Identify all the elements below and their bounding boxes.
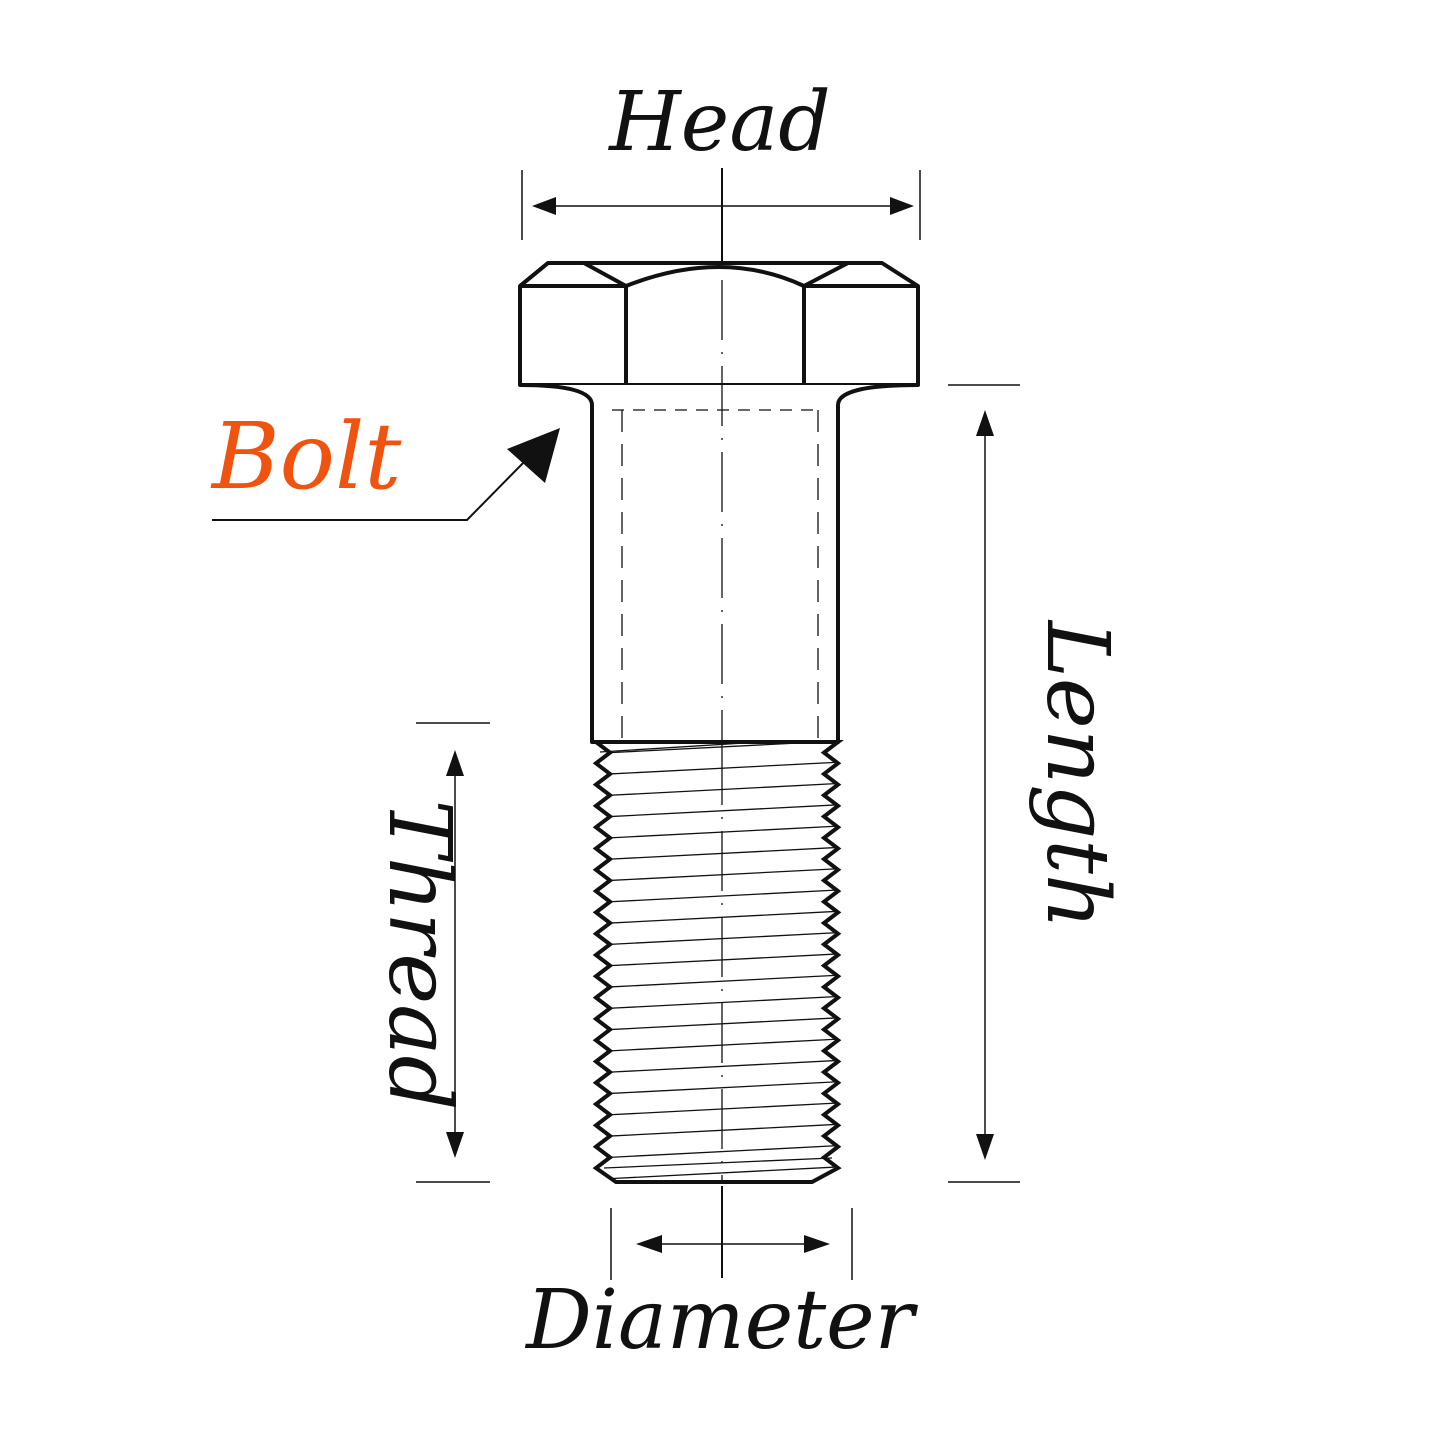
thread-crest-line — [609, 868, 838, 882]
thread-crest-line — [609, 910, 838, 924]
thread-crest-line — [609, 953, 838, 967]
thread-crest-line — [609, 761, 838, 775]
length-label: Length — [1027, 619, 1127, 929]
thread-crest-line — [609, 1102, 838, 1116]
thread-crest-line — [609, 995, 838, 1009]
thread-crest-line — [609, 1123, 838, 1137]
thread-crest-line — [609, 931, 838, 945]
bolt-callout-arrow — [212, 428, 560, 521]
thread-start-line — [599, 742, 761, 753]
head-dimension — [521, 168, 921, 262]
thread-crest-line — [609, 846, 838, 860]
thread-crest-line — [609, 889, 838, 903]
diameter-dimension — [610, 1186, 853, 1280]
thread-dimension — [416, 722, 490, 1183]
bolt-label: Bolt — [210, 403, 402, 510]
thread-label: Thread — [369, 799, 469, 1110]
thread-crest-line — [609, 974, 838, 988]
head-arrowhead-right — [890, 197, 914, 215]
bolt-head — [518, 261, 920, 387]
thread-crest-line — [609, 1081, 838, 1095]
length-dimension — [948, 384, 1020, 1183]
thread-crest-line — [609, 1144, 838, 1158]
thread-crest-line — [609, 1017, 838, 1031]
head-label: Head — [607, 75, 830, 170]
thread-crest-line — [609, 782, 838, 796]
thread-crest-line — [609, 1166, 838, 1180]
head-arrowhead-left — [532, 197, 556, 215]
thread-crest-line — [609, 804, 838, 818]
bolt-thread — [590, 740, 844, 1184]
thread-crest-line — [609, 825, 838, 839]
diameter-label: Diameter — [524, 1273, 919, 1368]
thread-crest-line — [609, 742, 830, 754]
thread-crest-line — [609, 1038, 838, 1052]
thread-crest-line — [609, 1059, 838, 1073]
thread-end-line — [603, 1157, 833, 1169]
